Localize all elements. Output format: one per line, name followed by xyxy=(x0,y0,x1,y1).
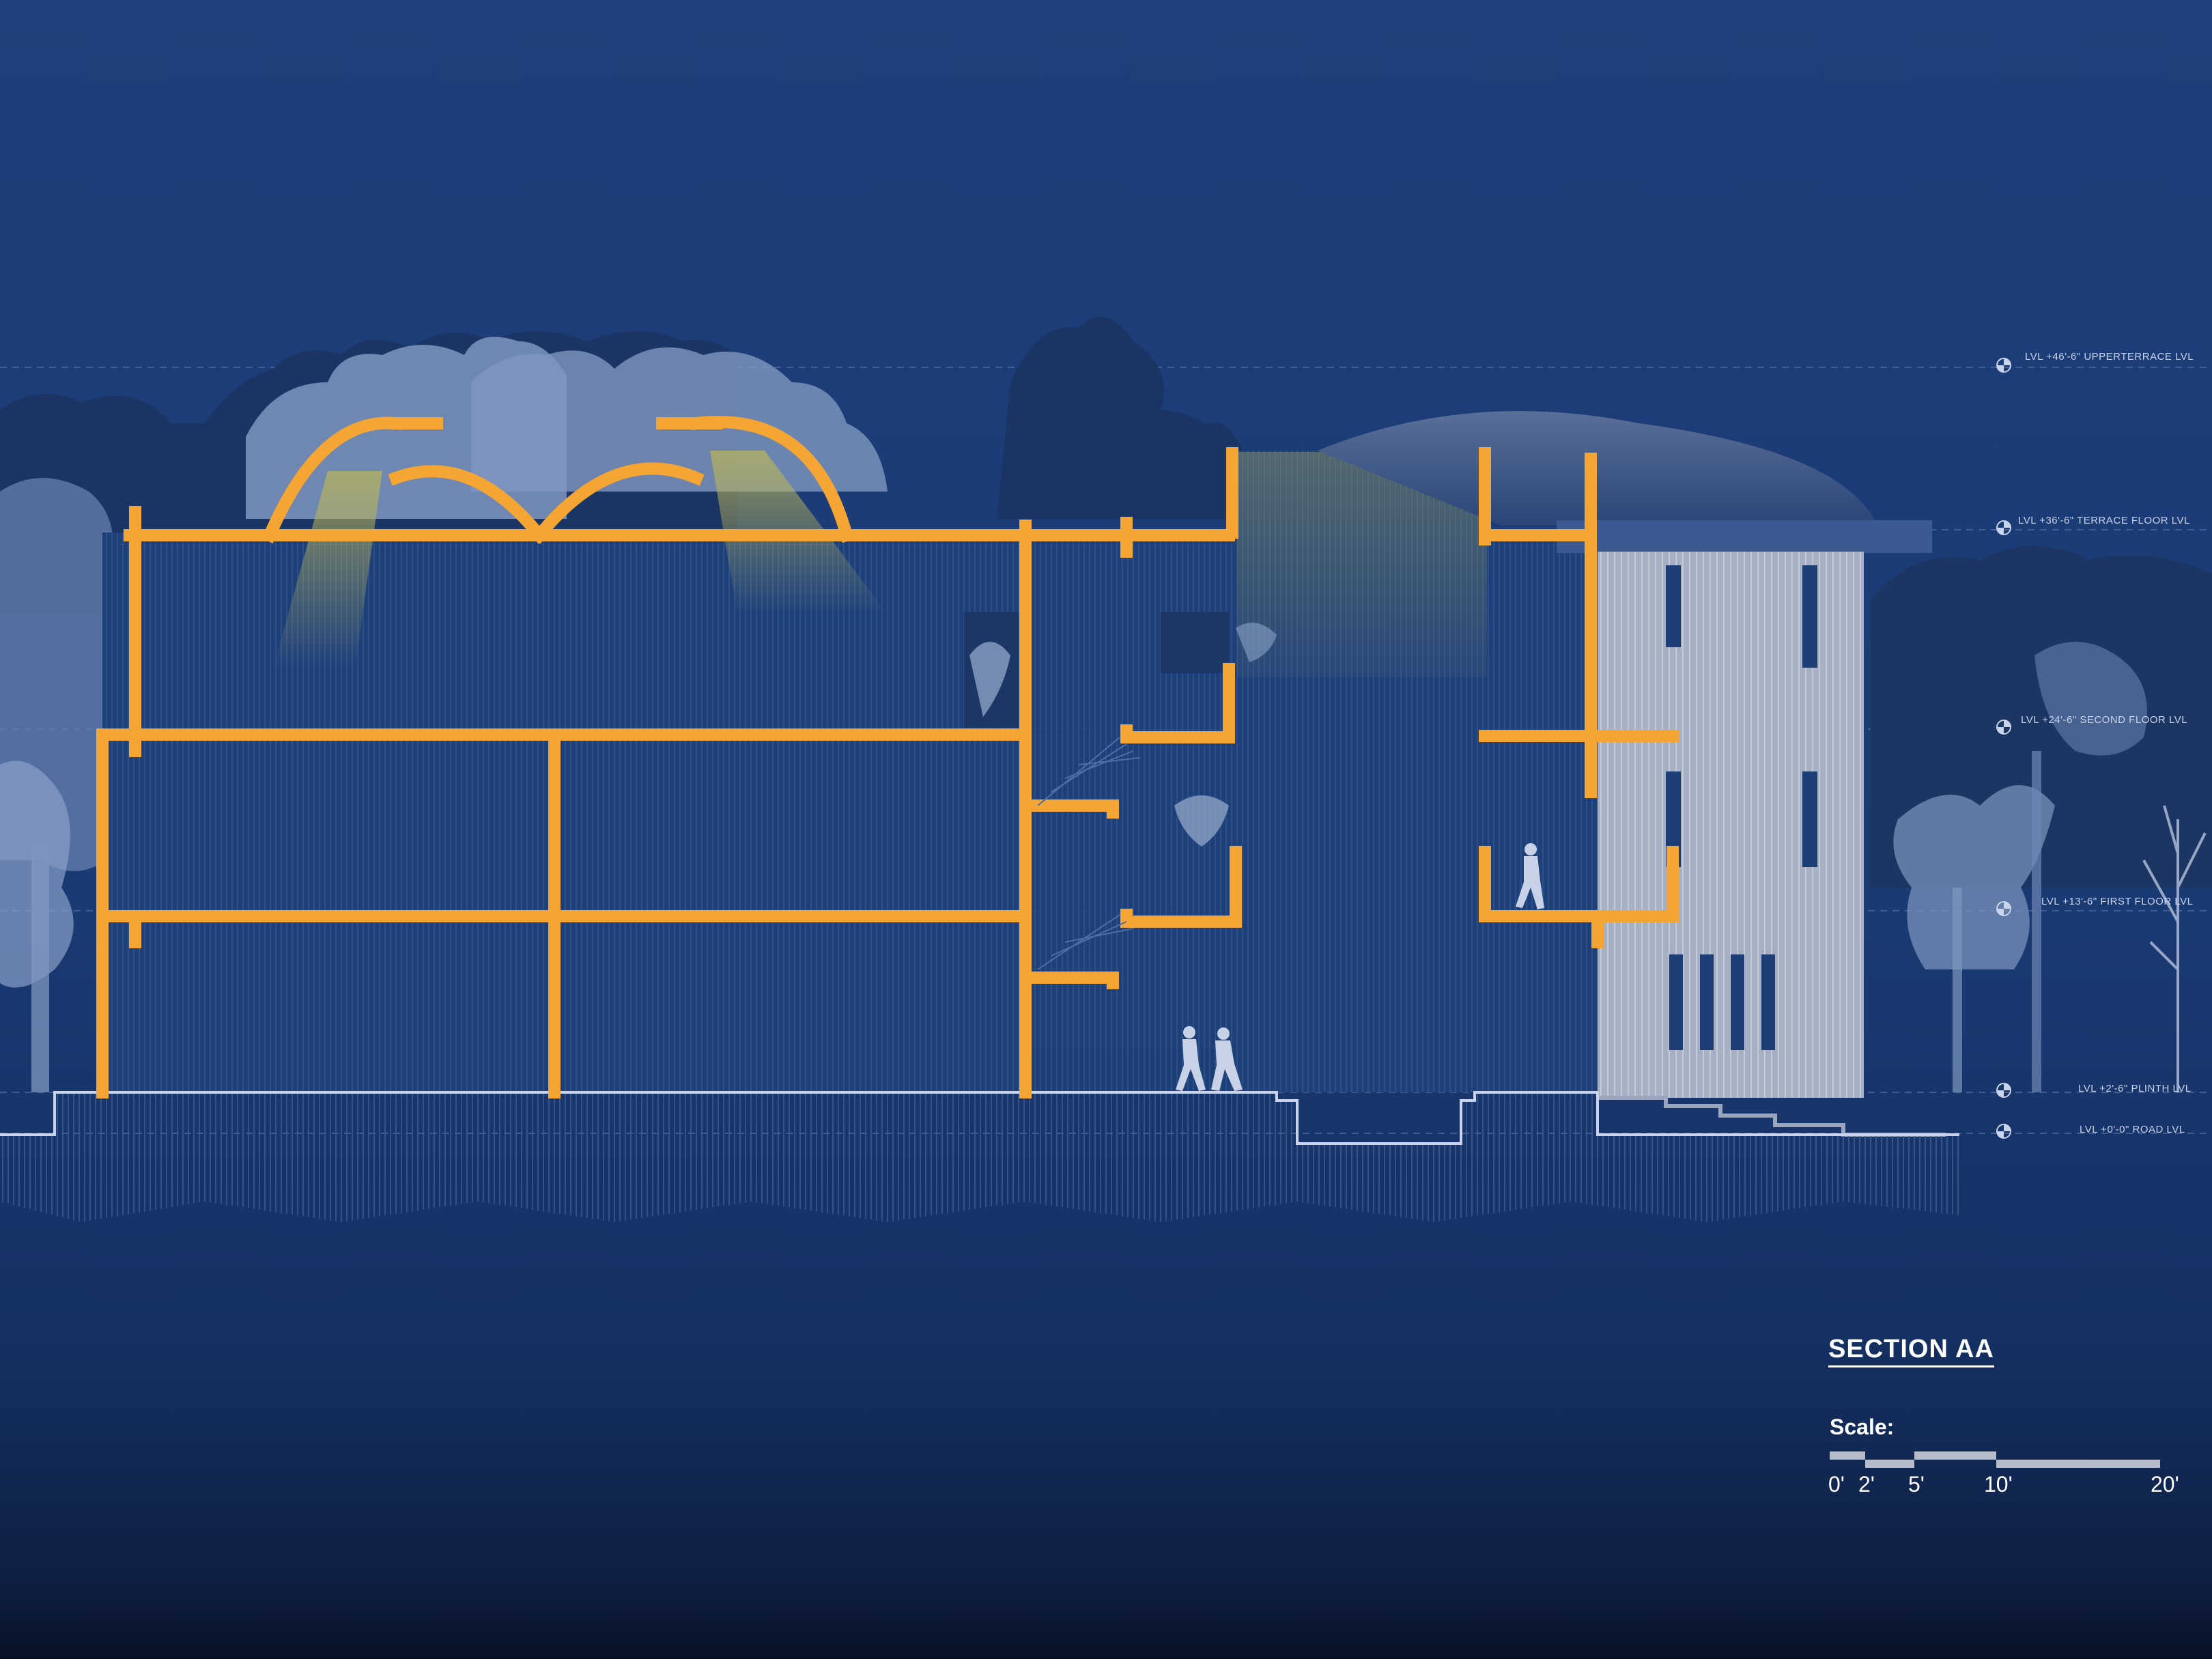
level-label-road: LVL +0'-0" ROAD LVL xyxy=(2080,1124,2185,1135)
scale-bar xyxy=(1830,1451,2160,1468)
drawing-title: SECTION AA xyxy=(1828,1335,1994,1367)
level-label-plinth: LVL +2'-6" PLINTH LVL xyxy=(2078,1083,2192,1094)
scale-tick: 0' xyxy=(1828,1472,1845,1497)
level-label-terrace-floor: LVL +36'-6" TERRACE FLOOR LVL xyxy=(2018,515,2190,526)
level-label-second-floor: LVL +24'-6" SECOND FLOOR LVL xyxy=(2021,714,2188,726)
ground-section xyxy=(0,1091,1959,1222)
stairs xyxy=(1037,737,1141,970)
people-figures xyxy=(1176,843,1544,1091)
scale-tick: 20' xyxy=(2151,1472,2179,1497)
scale-label: Scale: xyxy=(1830,1415,1895,1439)
level-marker xyxy=(1996,1083,2011,1098)
level-label-upper-terrace: LVL +46'-6" UPPERTERRACE LVL xyxy=(2025,351,2194,363)
level-marker xyxy=(1996,358,2011,373)
level-marker xyxy=(1996,720,2011,735)
level-marker xyxy=(1996,1124,2011,1139)
tower xyxy=(1318,411,1946,1137)
level-marker xyxy=(1996,520,2011,535)
section-cut-structure xyxy=(96,416,1679,1098)
scale-tick: 10' xyxy=(1984,1472,2013,1497)
level-marker xyxy=(1996,901,2011,916)
level-label-first-floor: LVL +13'-6" FIRST FLOOR LVL xyxy=(2041,896,2194,907)
building-left-block xyxy=(102,451,1598,1092)
scale-tick: 5' xyxy=(1908,1472,1925,1497)
scale-tick: 2' xyxy=(1858,1472,1875,1497)
